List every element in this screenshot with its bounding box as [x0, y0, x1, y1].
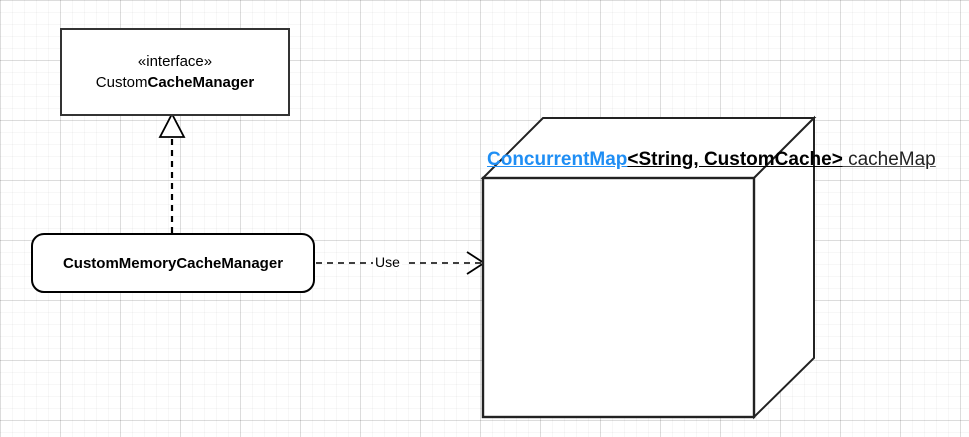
implementation-name: CustomMemoryCacheManager	[62, 254, 284, 272]
interface-name-suffix: CacheManager	[147, 74, 255, 91]
realization-hollow-triangle	[158, 112, 186, 138]
cube-label-type: ConcurrentMap	[487, 149, 628, 170]
cube-label-generics: <String, CustomCache>	[627, 149, 843, 170]
implementation-node[interactable]: CustomMemoryCacheManager	[31, 233, 315, 293]
dependency-edge-label: Use	[373, 253, 402, 271]
interface-stereotype: «interface»	[137, 52, 213, 70]
interface-name-prefix: Custom	[95, 74, 148, 91]
cube-front-face	[481, 176, 756, 419]
interface-name: CustomCacheManager	[96, 72, 254, 93]
dependency-open-arrowhead	[466, 251, 486, 275]
interface-node[interactable]: «interface» CustomCacheManager	[60, 28, 290, 116]
cube-node-label[interactable]: ConcurrentMap<String, CustomCache> cache…	[487, 148, 936, 172]
cube-label-field: cacheMap	[842, 149, 936, 170]
